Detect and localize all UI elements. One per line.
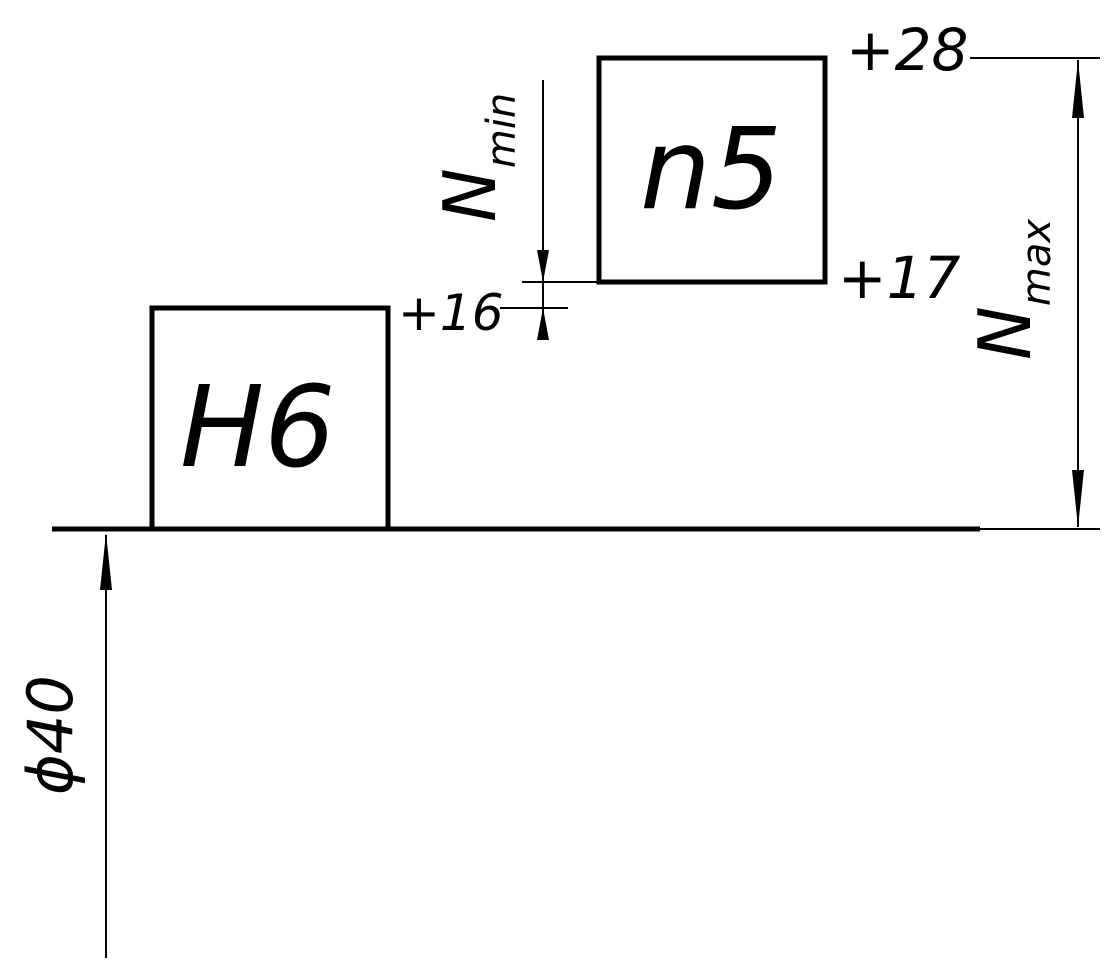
n-min-subscript: min — [479, 93, 525, 168]
shaft-upper-deviation-label: +28 — [846, 16, 968, 84]
hole-tolerance-zone: H6 +16 — [149, 284, 568, 532]
n-max-label: Nmax — [963, 219, 1060, 360]
n-min-top-arrowhead-icon — [537, 250, 549, 282]
hole-zone-label: H6 — [180, 363, 335, 493]
nominal-dimension-label: ϕ40 — [14, 675, 87, 795]
hole-zone-box — [149, 305, 391, 532]
n-max-dimension: Nmax — [963, 60, 1100, 530]
n-max-subscript: max — [1014, 219, 1060, 306]
shaft-zone-box — [596, 55, 828, 285]
shaft-zone-label: n5 — [640, 105, 782, 235]
hole-upper-deviation-label: +16 — [398, 284, 504, 342]
n-max-symbol: N — [963, 306, 1047, 360]
shaft-lower-deviation-label: +17 — [838, 244, 960, 312]
n-min-dimension: Nmin — [428, 80, 549, 340]
nominal-arrowhead-icon — [100, 533, 112, 590]
n-min-symbol: N — [428, 168, 512, 222]
n-min-bottom-arrowhead-icon — [537, 308, 549, 340]
shaft-tolerance-zone: n5 +28 +17 — [522, 16, 1100, 312]
n-max-top-arrowhead-icon — [1072, 60, 1084, 118]
n-min-label: Nmin — [428, 93, 525, 222]
n-max-bottom-arrowhead-icon — [1072, 470, 1084, 527]
nominal-dimension: ϕ40 — [14, 533, 112, 958]
